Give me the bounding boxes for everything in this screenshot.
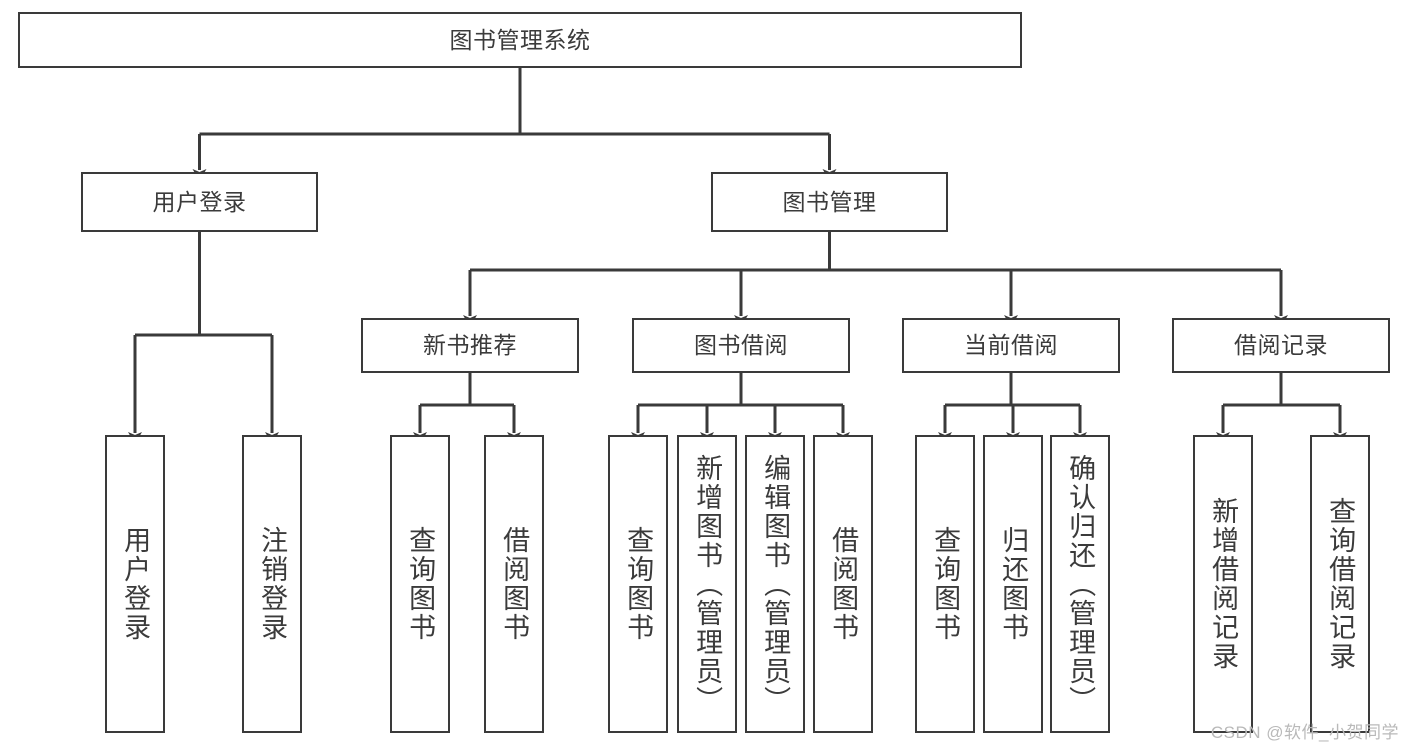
node-label: 借阅图书	[828, 526, 859, 642]
node-bookmgmt[interactable]: 图书管理	[711, 172, 948, 232]
node-leaf-rec-query[interactable]: 查询借阅记录	[1310, 435, 1370, 733]
node-leaf-cur-return[interactable]: 归还图书	[983, 435, 1043, 733]
node-label: 查询借阅记录	[1325, 497, 1356, 671]
node-label: 查询图书	[405, 526, 436, 642]
node-label: 查询图书	[623, 526, 654, 642]
node-root[interactable]: 图书管理系统	[18, 12, 1022, 68]
node-label: 查询图书	[930, 526, 961, 642]
node-leaf-cur-query[interactable]: 查询图书	[915, 435, 975, 733]
node-leaf-new-borrow[interactable]: 借阅图书	[484, 435, 544, 733]
node-leaf-br-query[interactable]: 查询图书	[608, 435, 668, 733]
node-leaf-cur-confirm[interactable]: 确认归还（管理员）	[1050, 435, 1110, 733]
node-label: 当前借阅	[964, 332, 1058, 358]
node-label: 注销登录	[257, 526, 288, 642]
node-label: 用户登录	[152, 188, 247, 215]
node-label: 图书管理系统	[449, 26, 591, 53]
node-leaf-br-borrow[interactable]: 借阅图书	[813, 435, 873, 733]
node-label: 确认归还（管理员）	[1065, 453, 1096, 715]
node-label: 用户登录	[120, 526, 151, 642]
node-leaf-new-query[interactable]: 查询图书	[390, 435, 450, 733]
node-records[interactable]: 借阅记录	[1172, 318, 1390, 373]
node-label: 借阅记录	[1234, 332, 1328, 358]
node-leaf-br-add[interactable]: 新增图书（管理员）	[677, 435, 737, 733]
node-label: 新增借阅记录	[1208, 497, 1239, 671]
node-newbook[interactable]: 新书推荐	[361, 318, 579, 373]
node-current[interactable]: 当前借阅	[902, 318, 1120, 373]
node-label: 编辑图书（管理员）	[760, 453, 791, 715]
node-borrow[interactable]: 图书借阅	[632, 318, 850, 373]
node-leaf-user-login[interactable]: 用户登录	[105, 435, 165, 733]
csdn-watermark: CSDN @软件_小贺同学	[1210, 723, 1399, 742]
node-leaf-br-edit[interactable]: 编辑图书（管理员）	[745, 435, 805, 733]
node-leaf-user-logout[interactable]: 注销登录	[242, 435, 302, 733]
node-label: 新增图书（管理员）	[692, 453, 723, 715]
node-label: 归还图书	[998, 526, 1029, 642]
node-label: 新书推荐	[423, 332, 517, 358]
node-label: 图书借阅	[694, 332, 788, 358]
node-label: 图书管理	[782, 188, 877, 215]
node-leaf-rec-add[interactable]: 新增借阅记录	[1193, 435, 1253, 733]
node-login[interactable]: 用户登录	[81, 172, 318, 232]
node-label: 借阅图书	[499, 526, 530, 642]
